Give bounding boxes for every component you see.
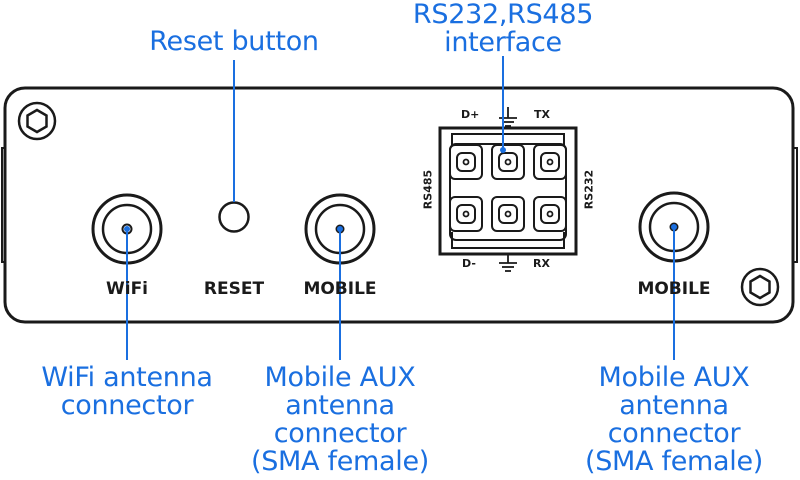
terminal-pins — [449, 144, 567, 232]
left-side-notch — [1, 147, 5, 263]
device-body — [3, 86, 795, 324]
callout-dot-serial — [500, 147, 506, 153]
callout-serial-line-2: interface — [444, 27, 562, 58]
terminal-pin-1 — [449, 144, 483, 180]
callout-dot-mobile-left — [337, 226, 343, 232]
callout-mobile-aux-right: Mobile AUX antenna connector (SMA female… — [569, 364, 779, 476]
label-mobile-left: MOBILE — [303, 279, 377, 299]
callout-mobile-right-line-2: antenna — [619, 390, 729, 421]
callout-serial-interface: RS232,RS485 interface — [388, 1, 618, 57]
label-mobile-right: MOBILE — [637, 279, 711, 299]
callout-dot-wifi — [124, 226, 130, 232]
terminal-pin-4 — [449, 196, 483, 232]
callout-wifi-line-1: WiFi antenna — [41, 362, 213, 393]
callout-mobile-left-line-4: (SMA female) — [250, 446, 430, 477]
callout-wifi-line-2: connector — [60, 390, 194, 421]
label-d-plus: D+ — [461, 108, 480, 121]
label-rs232: RS232 — [582, 169, 596, 210]
label-wifi: WiFi — [105, 279, 149, 299]
screw-top-left-icon — [17, 101, 57, 141]
callout-serial-line-1: RS232,RS485 — [412, 0, 594, 30]
callout-reset-button: Reset button — [124, 28, 344, 56]
callout-mobile-left-line-2: antenna — [285, 390, 395, 421]
terminal-pin-6 — [533, 196, 567, 232]
callout-mobile-right-line-1: Mobile AUX — [598, 362, 750, 393]
label-reset: RESET — [203, 279, 265, 299]
label-rs485: RS485 — [421, 169, 435, 210]
callout-wifi-connector: WiFi antenna connector — [17, 364, 237, 420]
label-tx: TX — [534, 108, 550, 121]
terminal-pin-2 — [491, 144, 525, 180]
callout-dot-mobile-right — [671, 224, 677, 230]
terminal-pin-5 — [491, 196, 525, 232]
label-d-minus: D- — [462, 257, 476, 270]
terminal-pin-3 — [533, 144, 567, 180]
callout-mobile-left-line-1: Mobile AUX — [264, 362, 416, 393]
reset-button — [218, 201, 250, 233]
right-side-notch — [793, 147, 798, 263]
ground-bottom-icon — [499, 254, 517, 272]
callout-reset-line-1: Reset button — [149, 26, 319, 57]
callout-mobile-aux-left: Mobile AUX antenna connector (SMA female… — [235, 364, 445, 476]
callout-mobile-left-line-3: connector — [273, 418, 407, 449]
screw-bottom-right-icon — [740, 267, 780, 307]
callout-mobile-right-line-4: (SMA female) — [584, 446, 764, 477]
label-rx: RX — [533, 257, 550, 270]
callout-mobile-right-line-3: connector — [607, 418, 741, 449]
